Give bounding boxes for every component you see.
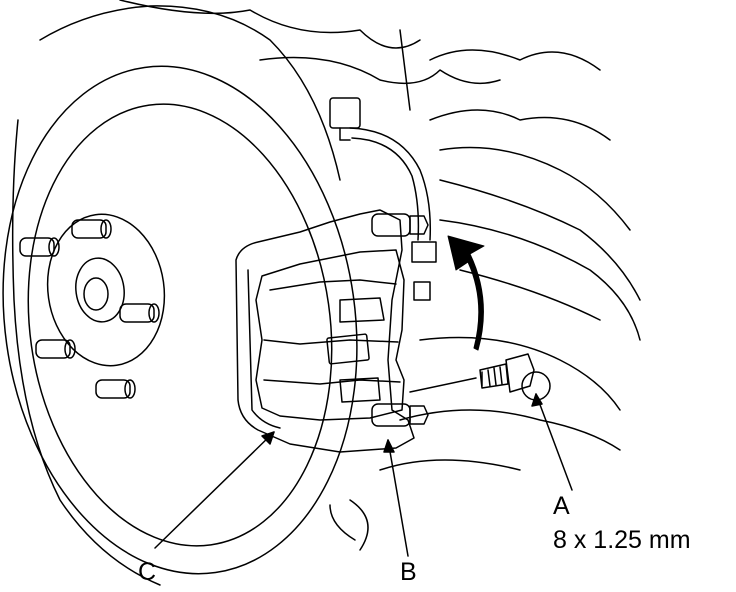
brake-rotor xyxy=(2,5,358,586)
brake-hose xyxy=(329,97,437,263)
caliper-bracket xyxy=(235,209,415,453)
rotation-arrow-icon xyxy=(447,235,485,351)
wheel-hub xyxy=(19,213,166,399)
callout-b-label: B xyxy=(400,558,417,586)
callout-c-label: C xyxy=(138,558,157,586)
guide-pin-bolts xyxy=(371,213,431,427)
callout-a-spec: 8 x 1.25 mm xyxy=(553,526,691,554)
lug-studs xyxy=(19,219,160,399)
callout-leaders xyxy=(154,393,573,557)
callout-a-label: A xyxy=(553,492,570,520)
suspension-background xyxy=(119,0,641,551)
flange-bolt-a xyxy=(409,353,551,401)
caliper-body xyxy=(255,249,405,421)
